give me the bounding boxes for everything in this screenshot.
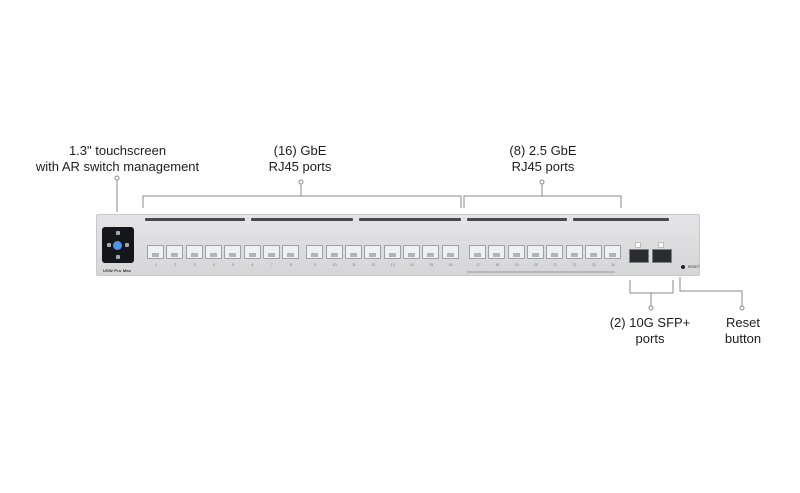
rj45-port[interactable] [584, 245, 602, 259]
gbe-bracket [142, 195, 462, 208]
rj45-port[interactable] [306, 245, 324, 259]
port-number: 12 [371, 263, 376, 267]
reset-text: RESET [688, 265, 700, 269]
rj45-port[interactable] [422, 245, 440, 259]
port-number: 16 [448, 263, 453, 267]
port-number: 15 [429, 263, 434, 267]
rj45-port[interactable] [604, 245, 622, 259]
gbe-ports-label-line1: (16) GbE [273, 143, 327, 158]
reset-button-label-line2: button [724, 331, 762, 346]
rj45-port[interactable] [565, 245, 583, 259]
touchscreen-display[interactable] [102, 227, 134, 263]
gbe25-bracket [463, 195, 622, 208]
port-number: 6 [251, 263, 254, 267]
port-number: 20 [533, 263, 538, 267]
vent-slot [145, 218, 245, 221]
rj45-port[interactable] [488, 245, 506, 259]
screen-icon [125, 243, 129, 247]
sfp-port[interactable] [652, 249, 672, 263]
rj45-port[interactable] [469, 245, 486, 259]
reset-button-label-line1: Reset [726, 315, 760, 330]
sfp-port[interactable] [629, 249, 649, 263]
rj45-port[interactable] [507, 245, 525, 259]
rj45-port[interactable] [526, 245, 544, 259]
reset-button-label: Reset button [708, 315, 778, 347]
reset-leader [679, 277, 743, 308]
port-number: 3 [193, 263, 196, 267]
gbe25-ports-label-line1: (8) 2.5 GbE [509, 143, 577, 158]
vent-slot [573, 218, 669, 221]
port-number: 22 [572, 263, 577, 267]
rj45-port[interactable] [262, 245, 280, 259]
touchscreen-label-line2: with AR switch management [35, 159, 200, 174]
vent-slot [467, 218, 567, 221]
gbe25-ports-label-line2: RJ45 ports [511, 159, 575, 174]
rj45-port[interactable] [546, 245, 564, 259]
sfp-ports-label: (2) 10G SFP+ ports [600, 315, 700, 347]
port-number: 7 [270, 263, 273, 267]
touchscreen-label-line1: 1.3" touchscreen [68, 143, 167, 158]
sfp-ports-label-line1: (2) 10G SFP+ [609, 315, 691, 330]
rj45-port[interactable] [224, 245, 242, 259]
vent-slot [251, 218, 353, 221]
sfp-led [635, 242, 641, 248]
rj45-port[interactable] [345, 245, 362, 259]
rj45-port[interactable] [441, 245, 459, 259]
rj45-port[interactable] [166, 245, 184, 259]
port-number: 23 [591, 263, 596, 267]
port-number: 14 [409, 263, 414, 267]
gbe25-marker-bar [467, 271, 615, 273]
brand-label: USW Pro Max [103, 268, 132, 273]
rj45-port[interactable] [402, 245, 420, 259]
port-number: 5 [232, 263, 235, 267]
port-number: 10 [332, 263, 337, 267]
port-number: 8 [290, 263, 293, 267]
rj45-port[interactable] [243, 245, 261, 259]
port-number: 17 [476, 263, 480, 267]
rj45-port[interactable] [185, 245, 203, 259]
port-number: 1 [155, 263, 157, 267]
vent-slot [359, 218, 461, 221]
port-number: 4 [212, 263, 215, 267]
touchscreen-label: 1.3" touchscreen with AR switch manageme… [30, 143, 205, 175]
rj45-port[interactable] [383, 245, 401, 259]
port-number: 21 [553, 263, 558, 267]
screen-icon [116, 231, 120, 235]
sfp-bracket [629, 280, 674, 294]
rj45-port[interactable] [282, 245, 300, 259]
port-number: 13 [390, 263, 395, 267]
sfp-led [658, 242, 664, 248]
gbe-ports-label-line2: RJ45 ports [268, 159, 332, 174]
port-number: 18 [495, 263, 500, 267]
port-number: 9 [314, 263, 317, 267]
screen-icon [107, 243, 111, 247]
reset-button[interactable] [681, 265, 685, 269]
rj45-port[interactable] [147, 245, 164, 259]
rj45-port[interactable] [204, 245, 222, 259]
status-circle-icon [113, 241, 122, 250]
port-number: 2 [174, 263, 177, 267]
port-number: 11 [352, 263, 356, 267]
port-number: 19 [514, 263, 519, 267]
rj45-port[interactable] [325, 245, 343, 259]
sfp-ports-label-line2: ports [635, 331, 665, 346]
screen-icon [116, 255, 120, 259]
rj45-port[interactable] [364, 245, 382, 259]
gbe-ports-label: (16) GbE RJ45 ports [250, 143, 350, 175]
port-number: 24 [611, 263, 616, 267]
gbe25-ports-label: (8) 2.5 GbE RJ45 ports [493, 143, 593, 175]
